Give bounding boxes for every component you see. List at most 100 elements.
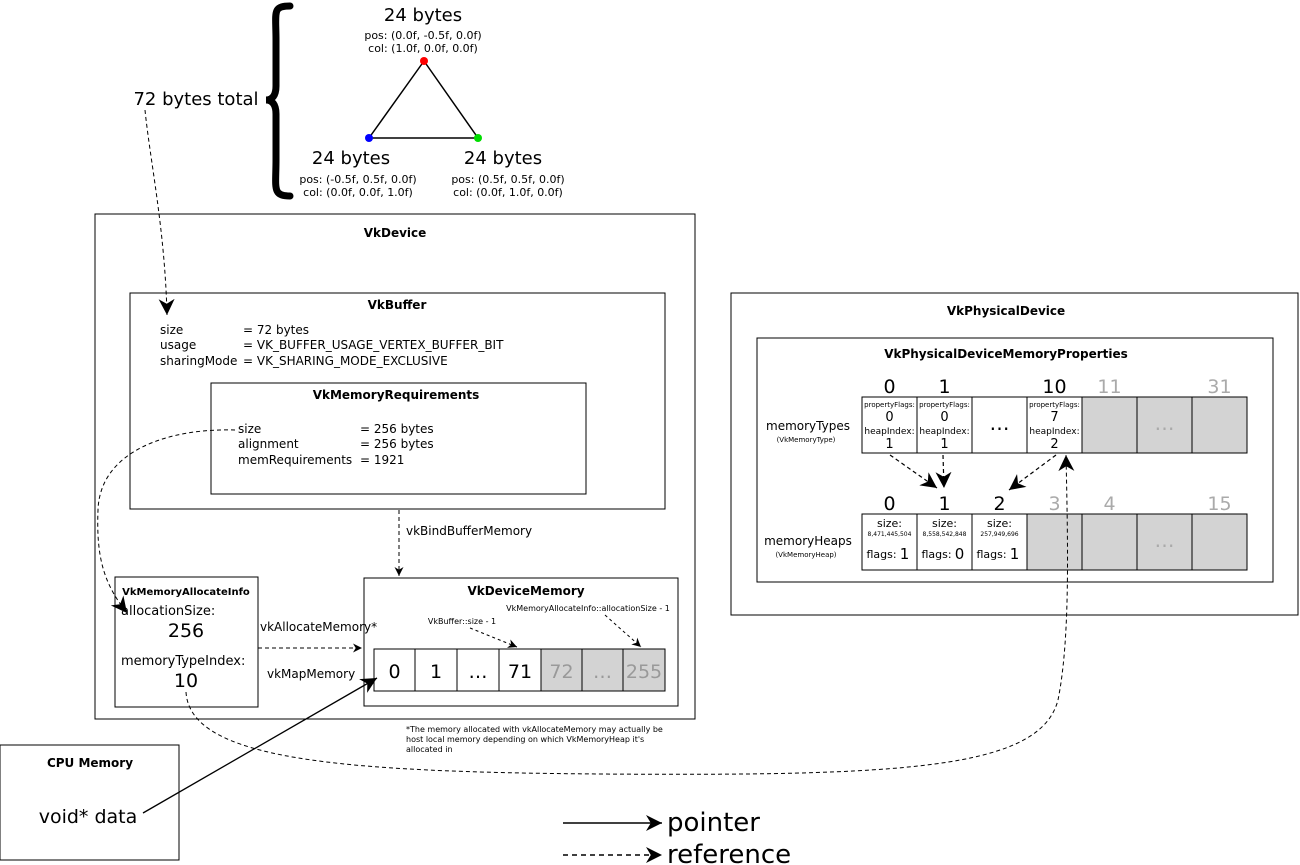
memory-type-index-label: 31 — [1207, 376, 1231, 398]
legend-pointer-label: pointer — [667, 808, 760, 838]
memory-properties-box — [756, 337, 1274, 583]
memory-type-cell — [1136, 396, 1193, 454]
memory-type-cell — [861, 396, 918, 454]
heap-size-label: size: — [877, 517, 902, 530]
memory-heaps-label: memoryHeaps — [764, 534, 852, 548]
memory-type-index-label: 0 — [883, 376, 895, 398]
heap-index-label: heapIndex: — [864, 427, 914, 437]
heap-index-label: heapIndex: — [919, 427, 969, 437]
vkbuffer-usage-value: = VK_BUFFER_USAGE_VERTEX_BUFFER_BIT — [243, 338, 504, 352]
footnote-line-3: allocated in — [406, 745, 453, 754]
vkphysicaldevice-box: VkPhysicalDevice VkPhysicalDeviceMemoryP… — [730, 292, 1299, 616]
memory-type-cell — [1191, 396, 1248, 454]
cpu-memory-title: CPU Memory — [47, 756, 133, 770]
top-vertex-col: col: (1.0f, 0.0f, 0.0f) — [368, 42, 478, 55]
top-vertex-dot — [420, 57, 428, 65]
property-flags-label: propertyFlags: — [1029, 401, 1080, 409]
memreq-size-value: = 256 bytes — [360, 422, 434, 436]
device-memory-cell-label: 0 — [388, 661, 400, 683]
device-memory-cell-label: 1 — [430, 661, 442, 683]
vkphysicaldevice-border — [730, 292, 1299, 616]
memory-heap-index-label: 4 — [1103, 493, 1115, 515]
curly-brace — [265, 2, 294, 200]
memory-type-cell — [916, 396, 973, 454]
vkdevice-box: VkDevice VkBuffer size = 72 bytes usage … — [94, 213, 696, 720]
total-bytes-label: 72 bytes total — [133, 89, 258, 110]
vkdevicememory-title: VkDeviceMemory — [467, 584, 584, 598]
heap-flags-label: flags: — [976, 548, 1006, 561]
top-vertex-bytes: 24 bytes — [384, 5, 462, 26]
memory-type-cell — [971, 396, 1028, 454]
heap-flags-label: flags: — [921, 548, 951, 561]
memreq-memrequirements-key: memRequirements — [238, 453, 352, 467]
memory-heaps-sublabel: (VkMemoryHeap) — [775, 551, 836, 559]
memory-type-index-label: 10 — [1042, 376, 1066, 398]
vkbuffer-sharingmode-value: = VK_SHARING_MODE_EXCLUSIVE — [243, 354, 448, 368]
heap-size-value: 8,558,542,848 — [923, 531, 967, 538]
memory-heap-cell — [861, 513, 918, 571]
allocate-memory-label: vkAllocateMemory* — [260, 620, 377, 634]
total-bytes-to-buffer-size-arrow — [144, 109, 175, 316]
vkbuffer-title: VkBuffer — [368, 298, 427, 312]
footnote: *The memory allocated with vkAllocateMem… — [406, 725, 663, 754]
memory-type-index-to-memory-type-arrow — [185, 454, 1075, 775]
property-flags-value: 0 — [940, 410, 948, 425]
map-memory-label: vkMapMemory — [267, 667, 355, 681]
device-memory-cell-label: 255 — [626, 661, 662, 683]
heap-index-value: 2 — [1050, 437, 1058, 452]
memory-heap-index-label: 2 — [993, 493, 1005, 515]
memory-type-index-label: 1 — [938, 376, 950, 398]
memory-heap-cell — [1081, 513, 1138, 571]
heap-flags-label: flags: — [866, 548, 896, 561]
vkmemoryallocateinfo-title: VkMemoryAllocateInfo — [122, 587, 250, 598]
void-data-label: void* data — [39, 806, 138, 828]
vkbuffer-sharingmode-key: sharingMode — [160, 354, 237, 368]
heap-size-value: 257,949,696 — [980, 531, 1018, 538]
allocation-size-minus-one-note: VkMemoryAllocateInfo::allocationSize - 1 — [506, 604, 670, 613]
vkbuffer-box — [129, 292, 666, 510]
bind-buffer-memory-label: vkBindBufferMemory — [406, 524, 532, 538]
heap-flags-value: 1 — [1010, 545, 1020, 563]
heap-index-value: 1 — [940, 437, 948, 452]
buffer-size-minus-one-note: VkBuffer::size - 1 — [428, 617, 496, 626]
right-vertex-pos: pos: (0.5f, 0.5f, 0.0f) — [451, 173, 564, 186]
right-vertex-bytes: 24 bytes — [464, 148, 542, 169]
left-vertex-pos: pos: (-0.5f, 0.5f, 0.0f) — [299, 173, 416, 186]
device-memory-cell-label: 72 — [549, 661, 573, 683]
vkdevicememory-box — [363, 577, 679, 707]
heap-size-label: size: — [932, 517, 957, 530]
heap-size-label: size: — [987, 517, 1012, 530]
right-vertex-dot — [474, 134, 482, 142]
memreq-size-to-allocation-size-arrow — [97, 429, 236, 614]
type0-heap-arrow — [889, 454, 938, 489]
device-memory-cell — [414, 648, 458, 692]
heap-index-value: 1 — [885, 437, 893, 452]
left-vertex-col: col: (0.0f, 0.0f, 1.0f) — [303, 186, 413, 199]
type1-heap-arrow — [935, 454, 952, 489]
property-flags-value: 7 — [1050, 410, 1058, 425]
memory-heap-index-label: 15 — [1207, 493, 1231, 515]
heap-index-label: heapIndex: — [1029, 427, 1079, 437]
heap-size-value: 8,471,445,504 — [868, 531, 912, 538]
buffer-size-note-arrow — [469, 627, 518, 648]
memory-heap-index-label: 0 — [883, 493, 895, 515]
property-flags-label: propertyFlags: — [919, 401, 970, 409]
memory-heap-cell — [971, 513, 1028, 571]
type10-heap-arrow — [1008, 454, 1057, 491]
memory-types-grey-ellipsis: … — [1155, 411, 1175, 435]
footnote-line-1: *The memory allocated with vkAllocateMem… — [406, 725, 663, 734]
device-memory-cell-label: … — [593, 661, 612, 683]
heap-flags-value: 0 — [955, 545, 965, 563]
memory-heap-index-label: 3 — [1048, 493, 1060, 515]
top-vertex-pos: pos: (0.0f, -0.5f, 0.0f) — [364, 29, 481, 42]
cpu-memory-border — [0, 744, 180, 861]
memory-types-sublabel: (VkMemoryType) — [777, 436, 836, 444]
device-memory-cell — [373, 648, 416, 692]
footnote-line-2: host local memory depending on which VkM… — [406, 735, 644, 744]
legend-reference-label: reference — [667, 840, 791, 865]
memory-type-index-value: 10 — [174, 670, 198, 692]
allocation-size-label: allocationSize: — [121, 604, 215, 619]
